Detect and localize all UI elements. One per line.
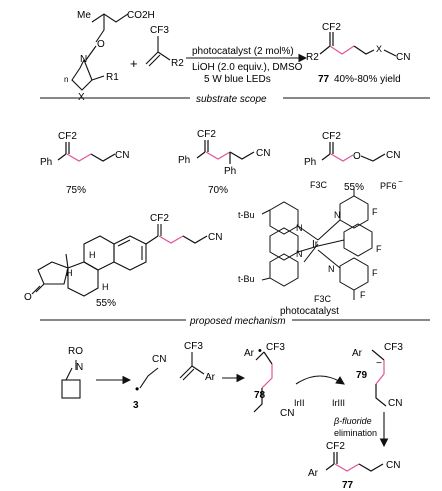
example-1-yield: 75%	[66, 185, 86, 196]
catalyst-f4: F	[360, 290, 366, 300]
mech-radical-dot: •	[135, 382, 139, 396]
catalyst-f1: F	[372, 207, 378, 217]
mech-cn-79: CN	[388, 398, 402, 409]
example-2-yield: 70%	[208, 185, 228, 196]
mech-ar-79: Ar	[352, 348, 363, 359]
r2-product-label: R2	[306, 52, 319, 63]
example-4-cn: CN	[208, 232, 222, 243]
catalyst-tbu-bottom: t-Bu	[238, 274, 255, 284]
oxime-ester-substrate	[71, 13, 129, 91]
example-3-structure	[321, 142, 386, 162]
compound-78-label: 78	[254, 390, 266, 401]
example-4-cf2: CF2	[150, 213, 169, 224]
example-1-cf2: CF2	[58, 131, 77, 142]
example-4-yield: 55%	[96, 298, 116, 309]
mech-cf3-78: CF3	[266, 342, 285, 353]
example-3-oxygen: O	[353, 151, 361, 162]
section-substrate-scope: substrate scope	[196, 94, 267, 105]
mech-cn-77: CN	[386, 460, 400, 471]
mech-cf3-1: CF3	[184, 341, 203, 352]
nitrogen-label: N	[80, 54, 87, 65]
compound-78-structure	[253, 351, 273, 413]
mech-cn-78: CN	[280, 408, 294, 419]
compound-77-label: 77	[342, 480, 354, 491]
me-label: Me	[77, 10, 91, 21]
elimination-line-2: elimination	[334, 428, 377, 438]
catalyst-iridium: Ir	[312, 239, 319, 250]
compound-3-label: 3	[133, 400, 139, 411]
mech-cn-1: CN	[152, 354, 166, 365]
example-3-cn: CN	[386, 150, 400, 161]
mech-alkene	[179, 352, 205, 381]
example-4-chain	[158, 235, 208, 244]
example-4-h3: H	[102, 282, 109, 292]
mech-ro-label: RO	[68, 346, 83, 357]
plus-sign: +	[130, 56, 138, 71]
elimination-line-1: β-fluoride	[333, 416, 372, 426]
co2h-label: CO2H	[127, 10, 155, 21]
catalyst-pf6: PF6	[380, 181, 397, 191]
example-2-ph: Ph	[178, 155, 190, 166]
example-4-h2: H	[66, 268, 73, 278]
mech-cf3-79: CF3	[384, 342, 403, 353]
product-general	[319, 32, 397, 57]
alkene-substrate	[145, 36, 171, 67]
example-1-structure	[57, 142, 116, 162]
mech-ar-77: Ar	[308, 468, 319, 479]
mech-radical-78: •	[258, 345, 262, 357]
compound-79-label: 79	[356, 370, 368, 381]
example-2-structure	[196, 140, 255, 164]
x-product-label: X	[376, 44, 382, 54]
example-2-cn: CN	[256, 148, 270, 159]
cf3-label: CF3	[150, 25, 169, 36]
photocatalyst-structure	[261, 188, 373, 300]
cn-product-label: CN	[396, 52, 410, 63]
condition-catalyst: photocatalyst (2 mol%)	[192, 46, 294, 57]
catalyst-n3: N	[334, 210, 341, 220]
r1-label: R1	[106, 72, 119, 83]
condition-light: 5 W blue LEDs	[204, 74, 271, 85]
compound-77-structure	[325, 452, 384, 472]
section-proposed-mechanism: proposed mechanism	[189, 316, 286, 327]
example-3-yield: 55%	[344, 182, 364, 193]
catalyst-tbu-top: t-Bu	[238, 210, 255, 220]
mech-anion-79: −	[376, 358, 382, 369]
example-1-cn: CN	[115, 150, 129, 161]
example-1-ph: Ph	[40, 157, 52, 168]
mech-ar-78: Ar	[244, 348, 255, 359]
iminyl-radical-fragment	[139, 367, 159, 389]
catalyst-n4: N	[328, 264, 335, 274]
example-4-structure	[31, 224, 162, 297]
catalyst-f2: F	[376, 244, 382, 254]
mech-n-label: N	[76, 362, 83, 373]
catalyst-cf3-top: F3C	[310, 180, 328, 190]
catalyst-n2: N	[296, 249, 303, 259]
redox-curve-arrow	[295, 375, 345, 385]
example-2-ph-sub: Ph	[224, 166, 236, 177]
mech-ir-ii: IrII	[294, 398, 305, 408]
mech-ar-1: Ar	[205, 372, 216, 383]
catalyst-n1: N	[296, 223, 303, 233]
mech-cf2-77: CF2	[326, 441, 345, 452]
yield-range: 40%-80% yield	[334, 74, 401, 85]
cf2-label: CF2	[322, 22, 341, 33]
cyclobutanone-oxime	[61, 360, 81, 399]
condition-base: LiOH (2.0 equiv.), DMSO	[192, 62, 303, 73]
catalyst-f3: F	[372, 268, 378, 278]
example-3-cf2: CF2	[322, 131, 341, 142]
example-4-h1: H	[89, 250, 96, 260]
catalyst-pf6-charge: −	[398, 177, 403, 186]
mech-ir-iii: IrIII	[332, 398, 345, 408]
example-4-oxygen: O	[24, 292, 32, 303]
catalyst-label: photocatalyst	[280, 306, 339, 317]
catalyst-cf3-bottom: F3C	[314, 294, 332, 304]
oxygen-label: O	[97, 39, 105, 50]
ring-size-label: n	[64, 75, 68, 84]
product-number: 77	[318, 74, 330, 85]
compound-79-structure	[371, 349, 387, 407]
example-2-cf2: CF2	[197, 129, 216, 140]
example-3-ph: Ph	[304, 157, 316, 168]
r2-label: R2	[171, 58, 184, 69]
